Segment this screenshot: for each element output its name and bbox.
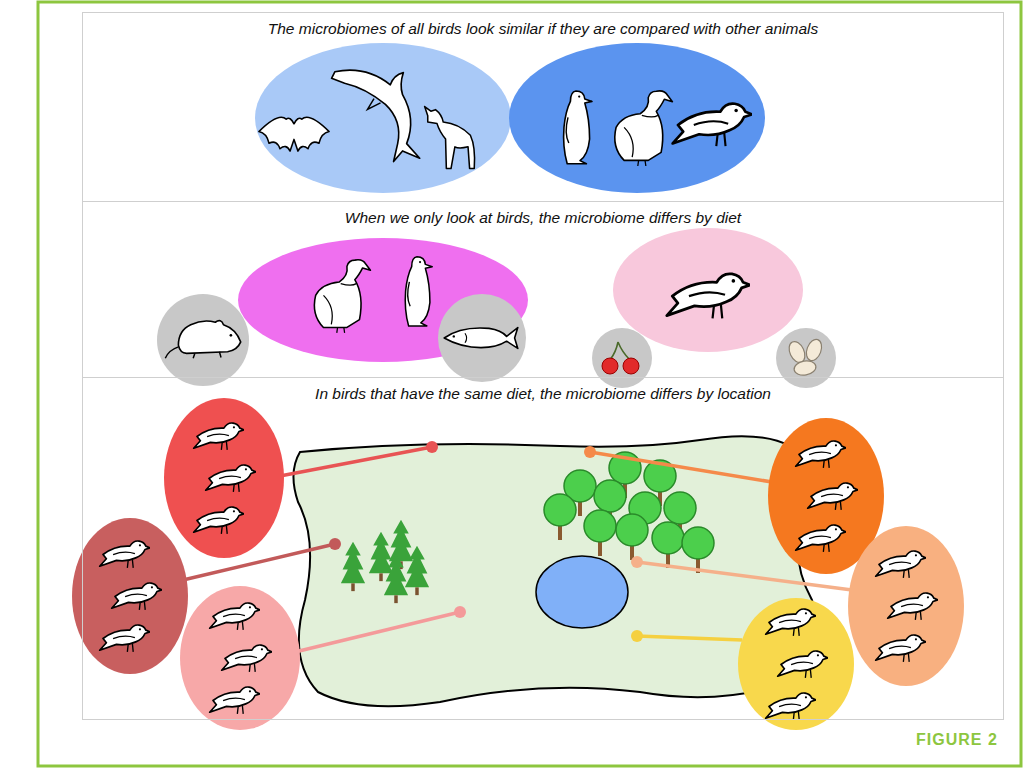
- panel-one-art: [255, 43, 765, 193]
- panel-two-art: [157, 228, 836, 388]
- panel-three-map: [293, 436, 815, 706]
- bird-icon: [206, 465, 256, 492]
- bird-icon: [808, 483, 858, 510]
- bird-icon: [100, 625, 150, 652]
- location-groups: [72, 398, 964, 730]
- panel-band: The microbiomes of all birds look simila…: [82, 12, 1004, 202]
- bird-icon: [194, 507, 244, 534]
- panel-heading: The microbiomes of all birds look simila…: [83, 13, 1003, 39]
- bird-flocks: [100, 423, 938, 720]
- bird-icon: [210, 603, 260, 630]
- panel-heading: In birds that have the same diet, the mi…: [83, 378, 1003, 404]
- bird-icon: [100, 541, 150, 568]
- bird-icon: [796, 525, 846, 552]
- figure-caption: FIGURE 2: [916, 731, 998, 749]
- bird-icon: [112, 583, 162, 610]
- bird-icon: [876, 551, 926, 578]
- bird-icon: [796, 441, 846, 468]
- bird-icon: [194, 423, 244, 450]
- bird-icon: [222, 645, 272, 672]
- bird-icon: [778, 651, 828, 678]
- bird-icon: [210, 687, 260, 714]
- bird-icon: [766, 693, 816, 720]
- figure-frame: [38, 2, 1021, 766]
- bird-icon: [766, 609, 816, 636]
- bird-icon: [876, 635, 926, 662]
- bird-icon: [888, 593, 938, 620]
- panel-band: When we only look at birds, the microbio…: [82, 201, 1004, 378]
- panel-heading: When we only look at birds, the microbio…: [83, 202, 1003, 228]
- panel-band: In birds that have the same diet, the mi…: [82, 377, 1004, 720]
